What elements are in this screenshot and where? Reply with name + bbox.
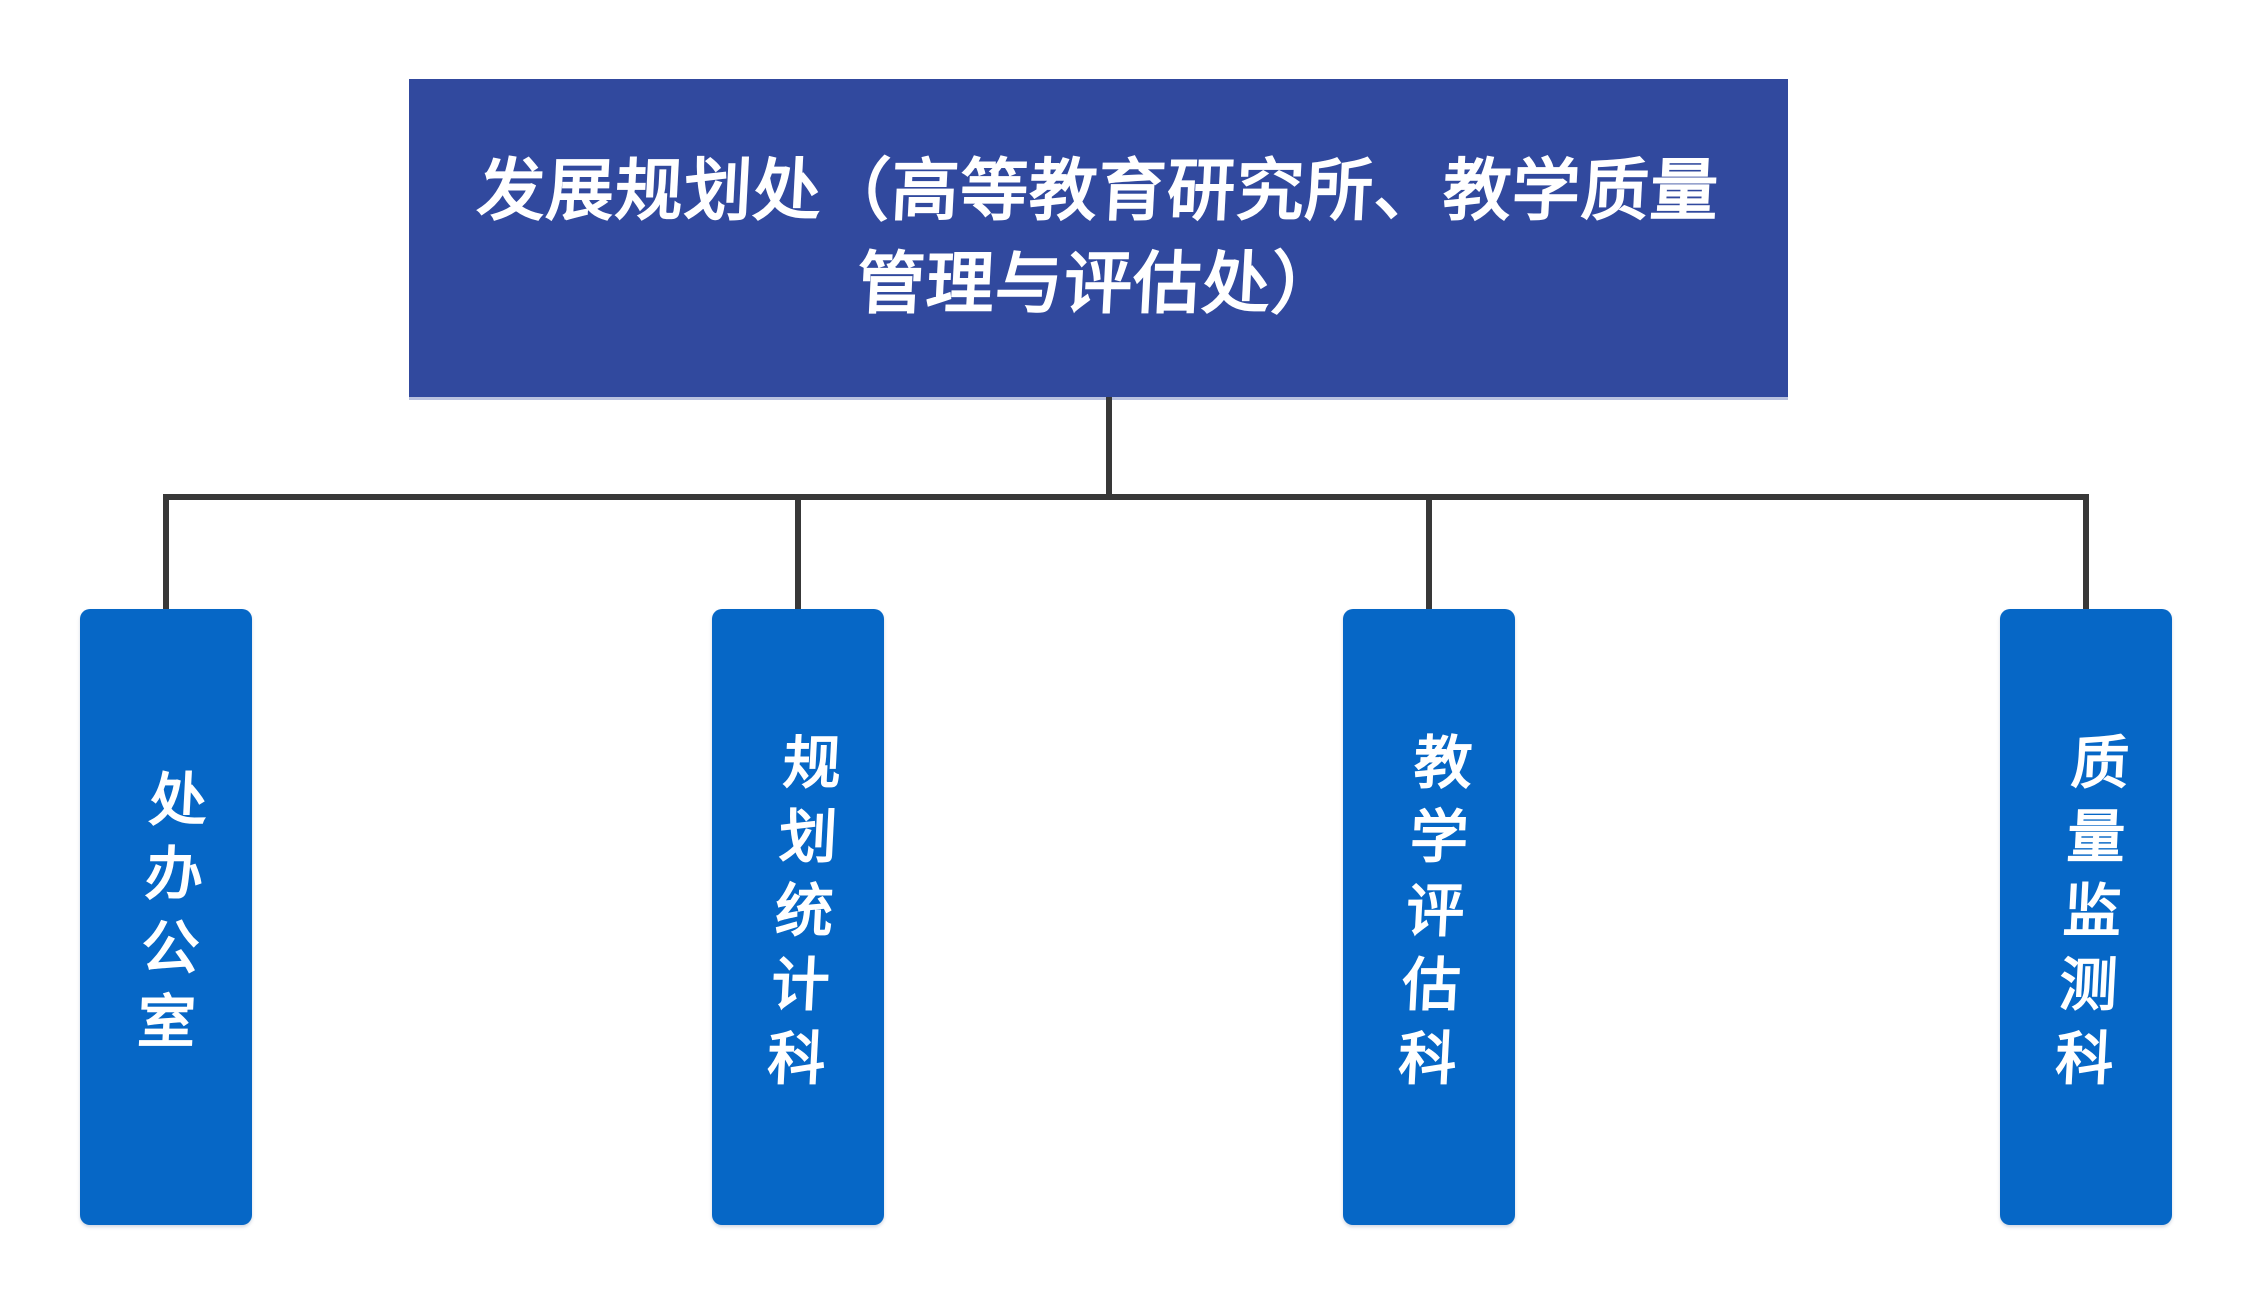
org-node-planning-statistics: 规划统计科 <box>712 609 884 1225</box>
child-label-quality-monitoring: 质量监测科 <box>2044 732 2129 1102</box>
org-node-quality-monitoring: 质量监测科 <box>2000 609 2172 1225</box>
org-node-teaching-evaluation: 教学评估科 <box>1343 609 1515 1225</box>
org-node-root: 发展规划处（高等教育研究所、教学质量 管理与评估处） <box>409 79 1788 397</box>
connector-stub-2 <box>795 494 801 610</box>
org-node-office: 处办公室 <box>80 609 252 1225</box>
connector-stub-3 <box>1426 494 1432 610</box>
connector-stub-1 <box>163 494 169 610</box>
root-label-line-2: 管理与评估处） <box>855 246 1343 322</box>
child-label-planning-statistics: 规划统计科 <box>756 732 841 1102</box>
child-label-teaching-evaluation: 教学评估科 <box>1387 732 1472 1102</box>
child-label-office: 处办公室 <box>126 769 207 1065</box>
root-label-line-1: 发展规划处（高等教育研究所、教学质量 <box>475 153 1722 229</box>
connector-trunk <box>1106 397 1112 497</box>
connector-rail <box>163 494 2089 500</box>
connector-stub-4 <box>2083 494 2089 610</box>
